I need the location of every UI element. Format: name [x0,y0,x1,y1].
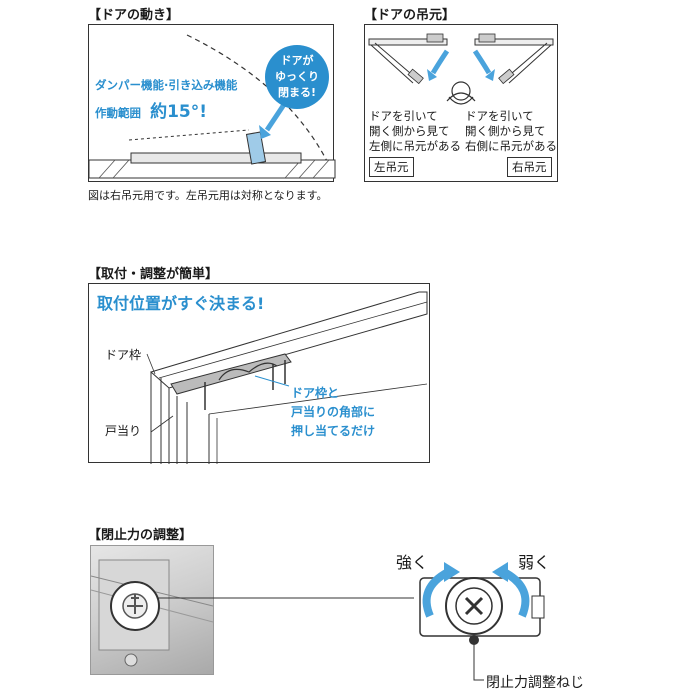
left-desc-line-3: 左側に吊元がある [369,139,461,153]
door-stop-label: 戸当り [105,422,142,439]
right-desc-line-3: 右側に吊元がある [465,139,557,153]
operating-range-value: 約15°! [150,102,208,122]
bubble-line-1: ドアが [280,54,314,67]
left-hinge-description: ドアを引いて 開く側から見て 左側に吊元がある [369,109,461,154]
adjustment-screw-label: 閉止力調整ねじ [486,675,584,691]
slow-close-bubble: ドアが ゆっくり 閉まる! [265,45,329,109]
door-motion-footnote: 図は右吊元用です。左吊元用は対称となります。 [88,189,328,202]
left-desc-line-1: ドアを引いて [369,109,438,123]
operating-range-label: 作動範囲 [95,106,141,120]
door-motion-illustration [88,34,336,179]
install-headline: 取付位置がすぐ決まる! [97,294,265,313]
right-hinge-tag: 右吊元 [507,157,552,177]
closing-force-heading: 【閉止力の調整】 [88,528,193,543]
left-hinge-tag: 左吊元 [369,157,414,177]
install-panel: 取付位置がすぐ決まる! ドア枠 戸当り ドア枠と 戸当りの角部に 押し当てるだけ [88,283,430,464]
door-motion-heading: 【ドアの動き】 [88,8,180,23]
damper-function-label: ダンパー機能·引き込み機能 [95,78,238,92]
stronger-label: 強く [396,553,429,572]
right-desc-line-1: ドアを引いて [465,109,534,123]
bubble-line-3: 閉まる! [277,86,317,99]
install-callout-line-1: ドア枠と [291,386,340,400]
right-hinge-description: ドアを引いて 開く側から見て 右側に吊元がある [465,109,557,154]
door-motion-panel: ダンパー機能·引き込み機能 作動範囲 約15°! ドアが ゆっくり 閉まる! [88,24,336,182]
left-desc-line-2: 開く側から見て [369,124,450,138]
right-desc-line-2: 開く側から見て [465,124,546,138]
closer-photo [90,545,214,675]
install-heading: 【取付・調整が簡単】 [88,267,219,282]
install-illustration [146,291,428,464]
hinge-side-heading: 【ドアの吊元】 [364,8,456,23]
hinge-side-panel: ドアを引いて 開く側から見て 左側に吊元がある ドアを引いて 開く側から見て 右… [364,24,558,182]
bubble-line-2: ゆっくり [275,70,319,83]
door-frame-label: ドア枠 [105,346,142,363]
install-callout: ドア枠と 戸当りの角部に 押し当てるだけ [291,384,375,441]
weaker-label: 弱く [518,553,551,572]
hinge-side-illustration [368,33,554,105]
install-callout-line-2: 戸当りの角部に [291,405,376,419]
install-callout-line-3: 押し当てるだけ [291,424,376,438]
screw-detail [400,548,560,648]
